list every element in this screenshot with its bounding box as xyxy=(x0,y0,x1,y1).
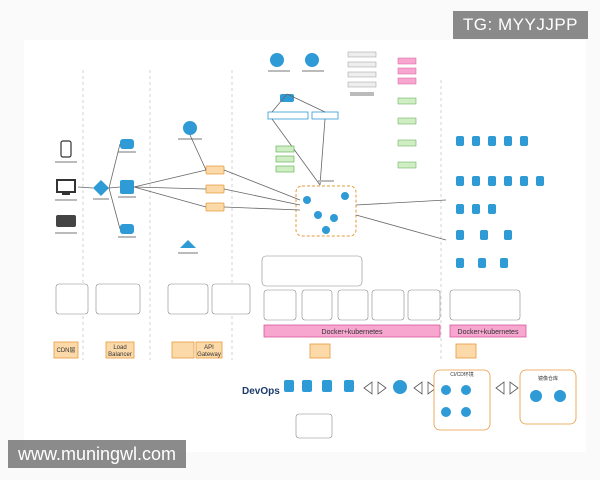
hex-node-icon xyxy=(330,214,338,222)
hex-node-icon xyxy=(322,226,330,234)
gateway-node xyxy=(205,184,225,194)
hex-node-icon xyxy=(303,196,311,204)
mobile-icon xyxy=(60,140,72,158)
gateway-label-2: Gateway xyxy=(197,352,221,358)
cloud-icon xyxy=(270,53,284,67)
svg-text:镜像仓库: 镜像仓库 xyxy=(538,375,558,382)
lane-labels: CDN层 Load Balancer API Gateway xyxy=(53,341,477,359)
service-top xyxy=(267,51,377,186)
load-balancer-lane xyxy=(77,139,136,238)
data-store-grid xyxy=(456,136,544,268)
docker-bar-label-2: Docker+kubernetes xyxy=(458,329,519,336)
gateway-label-1: API xyxy=(204,345,214,351)
router-icon xyxy=(120,180,134,194)
core-cluster xyxy=(223,169,447,241)
devops-row: DevOps CI/CD环境 镜像仓库 xyxy=(242,369,577,439)
gateway-lane xyxy=(133,121,225,254)
green-tag xyxy=(275,165,295,173)
hex-node-icon xyxy=(341,192,349,200)
docker-bars: Docker+kubernetes Docker+kubernetes xyxy=(263,324,527,338)
gateway-node xyxy=(205,202,225,212)
cloud-icon xyxy=(305,53,319,67)
architecture-diagram: Docker+kubernetes Docker+kubernetes CDN层… xyxy=(24,40,586,452)
right-service-list xyxy=(397,57,417,169)
refresh-icon xyxy=(183,121,197,135)
gateway-node xyxy=(205,165,225,175)
share-icon xyxy=(180,240,196,248)
green-tag xyxy=(275,145,295,153)
printer-icon xyxy=(56,215,76,227)
svg-text:CI/CD环境: CI/CD环境 xyxy=(450,371,474,378)
devops-title: DevOps xyxy=(242,386,280,397)
lb-label-1: Load xyxy=(113,345,126,351)
hex-node-icon xyxy=(314,211,322,219)
green-tag xyxy=(275,155,295,163)
cloud-node-icon xyxy=(120,139,134,149)
lb-label-2: Balancer xyxy=(108,352,132,358)
cdn-label: CDN层 xyxy=(57,347,76,354)
lb-diamond-icon xyxy=(93,180,109,196)
cloud-node-icon xyxy=(120,224,134,234)
watermark-bottom: www.muningwl.com xyxy=(8,440,187,468)
clients xyxy=(55,140,77,234)
github-icon xyxy=(393,380,407,394)
text-blocks xyxy=(55,255,521,321)
watermark-top: TG: MYYJJPP xyxy=(452,11,588,39)
docker-bar-label-1: Docker+kubernetes xyxy=(322,329,383,336)
service-node xyxy=(280,94,294,102)
